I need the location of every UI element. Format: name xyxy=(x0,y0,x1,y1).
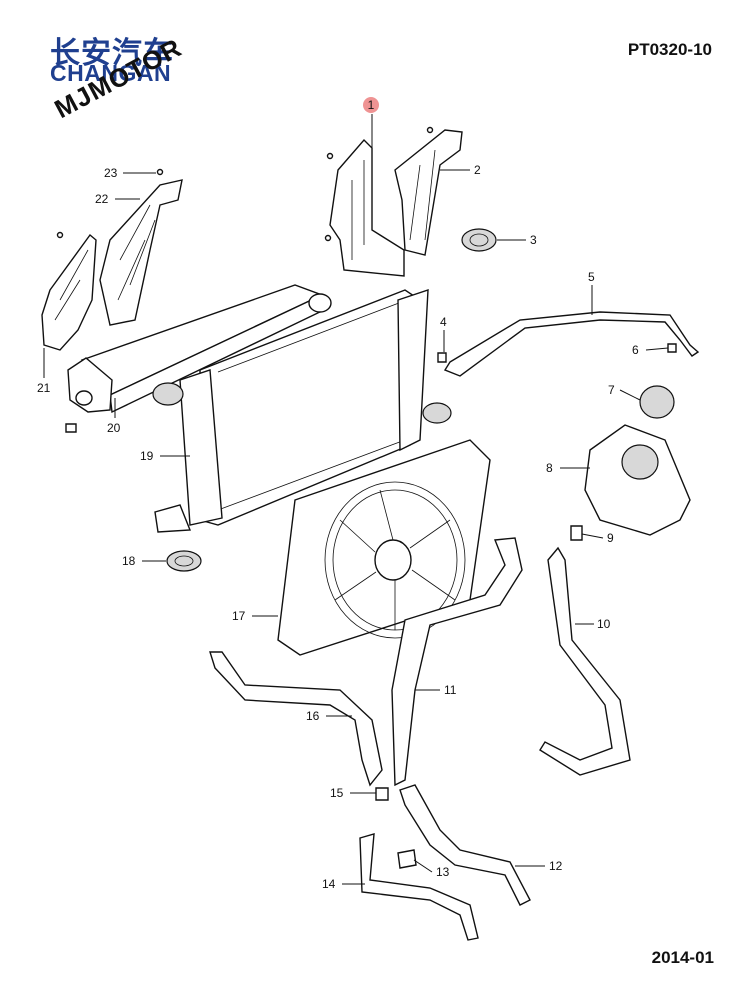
part-15-clip[interactable] xyxy=(375,787,389,801)
part-3-grommet[interactable] xyxy=(461,228,497,252)
part-11-hose[interactable] xyxy=(391,537,523,787)
callout-6-label[interactable]: 6 xyxy=(632,343,639,357)
callout-13-label[interactable]: 13 xyxy=(436,865,450,879)
callout-9-label[interactable]: 9 xyxy=(607,531,614,545)
radiator-mount-grommet-a xyxy=(152,382,184,406)
part-16-hose[interactable] xyxy=(209,651,383,787)
callout-21-label[interactable]: 21 xyxy=(37,381,51,395)
callout-20-label[interactable]: 20 xyxy=(107,421,121,435)
callout-2-label[interactable]: 2 xyxy=(474,163,481,177)
part-8-coolant-reservoir[interactable] xyxy=(584,424,691,536)
callout-12-label[interactable]: 12 xyxy=(549,859,563,873)
part-19-radiator[interactable] xyxy=(154,289,429,533)
diagram-date: 2014-01 xyxy=(651,948,714,967)
callout-1[interactable]: 1 xyxy=(363,97,379,113)
part-12-hose[interactable] xyxy=(399,784,531,906)
callout-23-label[interactable]: 23 xyxy=(104,166,118,180)
callout-7-label[interactable]: 7 xyxy=(608,383,615,397)
part-5-hose[interactable] xyxy=(443,311,700,377)
part-2-deflector-bracket[interactable] xyxy=(324,126,463,256)
callout-15-label[interactable]: 15 xyxy=(330,786,344,800)
part-9-clip[interactable] xyxy=(570,525,583,541)
part-7-reservoir-cap[interactable] xyxy=(639,385,675,419)
callout-5-label[interactable]: 5 xyxy=(588,270,595,284)
callout-1-highlight xyxy=(363,97,379,113)
callout-8-label[interactable]: 8 xyxy=(546,461,553,475)
brand-logo-chinese: 长安汽车 xyxy=(50,36,174,71)
part-10-hose[interactable] xyxy=(539,546,631,776)
part-22-side-bracket[interactable] xyxy=(99,168,183,326)
brand-logo-english: CHANGAN xyxy=(50,60,172,86)
callout-18-label[interactable]: 18 xyxy=(122,554,136,568)
part-18-grommet[interactable] xyxy=(166,550,202,572)
callout-17-label[interactable]: 17 xyxy=(232,609,246,623)
intercooler-nut xyxy=(65,423,77,433)
part-6-clip[interactable] xyxy=(667,343,677,353)
part-20-intercooler[interactable] xyxy=(67,284,332,414)
callout-10-label[interactable]: 10 xyxy=(597,617,611,631)
callout-22-label[interactable]: 22 xyxy=(95,192,109,206)
callout-11-label[interactable]: 11 xyxy=(444,683,457,697)
callout-4-label[interactable]: 4 xyxy=(440,315,447,329)
callout-3-label[interactable]: 3 xyxy=(530,233,537,247)
callout-16-label[interactable]: 16 xyxy=(306,709,320,723)
part-21-side-bracket[interactable] xyxy=(41,231,97,351)
callout-19-label[interactable]: 19 xyxy=(140,449,154,463)
diagram-code: PT0320-10 xyxy=(627,40,712,59)
part-1-deflector-bracket[interactable] xyxy=(329,138,405,277)
part-14-hose[interactable] xyxy=(359,833,479,941)
leader-lines xyxy=(43,114,669,885)
part-4-clip[interactable] xyxy=(437,352,447,363)
callout-14-label[interactable]: 14 xyxy=(322,877,336,891)
radiator-mount-grommet-b xyxy=(422,402,452,424)
callout-1-label: 1 xyxy=(368,98,375,112)
part-13-clip[interactable] xyxy=(397,849,417,869)
